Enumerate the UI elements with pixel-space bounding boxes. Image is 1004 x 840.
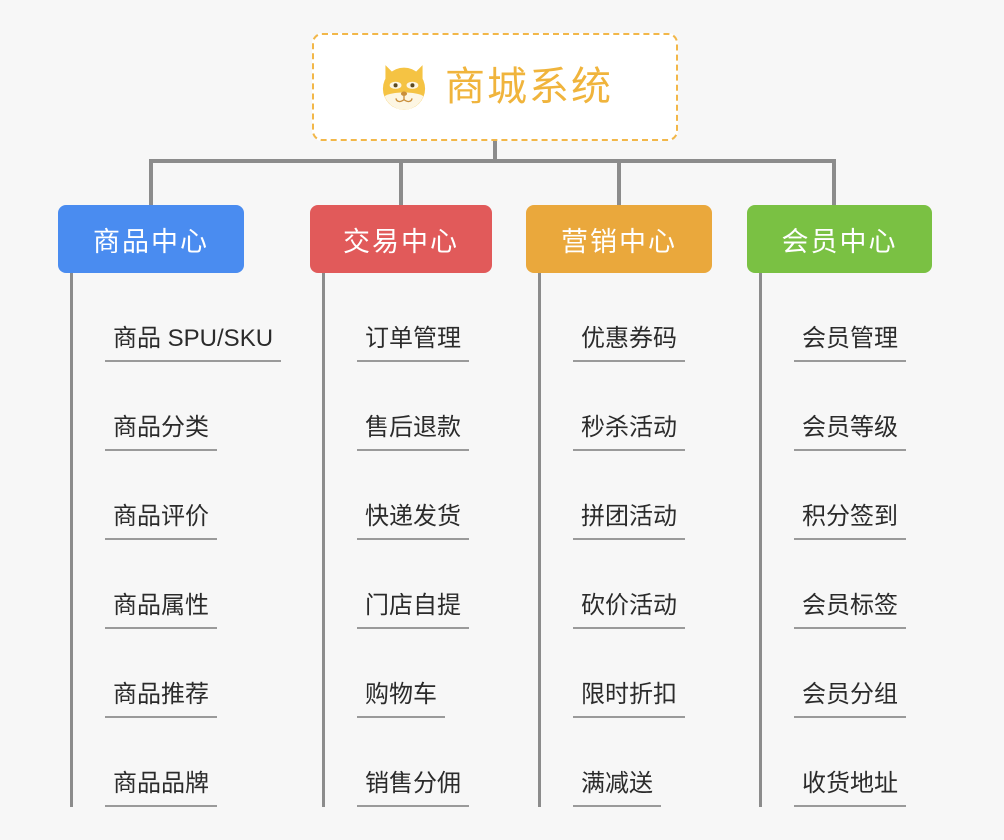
leaf-label: 门店自提 xyxy=(357,591,469,629)
connector-drop-2 xyxy=(399,159,403,205)
branch-column-marketing: 营销中心 优惠券码 秒杀活动 拼团活动 砍价活动 限时折扣 满减送 xyxy=(526,205,712,807)
branch-column-trade: 交易中心 订单管理 售后退款 快递发货 门店自提 购物车 销售分佣 xyxy=(310,205,492,807)
branch-header-member[interactable]: 会员中心 xyxy=(747,205,932,273)
connector-drop-1 xyxy=(149,159,153,205)
root-title: 商城系统 xyxy=(445,65,613,109)
list-item[interactable]: 商品评价 xyxy=(73,451,244,540)
branch-header-trade[interactable]: 交易中心 xyxy=(310,205,492,273)
leaf-label: 商品分类 xyxy=(105,413,217,451)
connector-drop-4 xyxy=(832,159,836,205)
branch-children-marketing: 优惠券码 秒杀活动 拼团活动 砍价活动 限时折扣 满减送 xyxy=(538,273,712,807)
list-item[interactable]: 订单管理 xyxy=(325,273,492,362)
leaf-label: 秒杀活动 xyxy=(573,413,685,451)
list-item[interactable]: 限时折扣 xyxy=(541,629,712,718)
branch-children-trade: 订单管理 售后退款 快递发货 门店自提 购物车 销售分佣 xyxy=(322,273,492,807)
list-item[interactable]: 优惠券码 xyxy=(541,273,712,362)
leaf-label: 收货地址 xyxy=(794,769,906,807)
leaf-label: 拼团活动 xyxy=(573,502,685,540)
leaf-label: 商品属性 xyxy=(105,591,217,629)
list-item[interactable]: 商品 SPU/SKU xyxy=(73,273,282,362)
branch-children-member: 会员管理 会员等级 积分签到 会员标签 会员分组 收货地址 xyxy=(759,273,932,807)
list-item[interactable]: 积分签到 xyxy=(762,451,932,540)
leaf-label: 限时折扣 xyxy=(573,680,685,718)
leaf-label: 会员分组 xyxy=(794,680,906,718)
leaf-label: 售后退款 xyxy=(357,413,469,451)
list-item[interactable]: 会员标签 xyxy=(762,540,932,629)
leaf-label: 优惠券码 xyxy=(573,324,685,362)
branch-column-member: 会员中心 会员管理 会员等级 积分签到 会员标签 会员分组 收货地址 xyxy=(747,205,932,807)
list-item[interactable]: 砍价活动 xyxy=(541,540,712,629)
list-item[interactable]: 商品品牌 xyxy=(73,718,244,807)
leaf-label: 商品评价 xyxy=(105,502,217,540)
connector-root-stem xyxy=(493,141,497,163)
list-item[interactable]: 会员等级 xyxy=(762,362,932,451)
branch-children-product: 商品 SPU/SKU 商品分类 商品评价 商品属性 商品推荐 商品品牌 xyxy=(70,273,282,807)
list-item[interactable]: 商品推荐 xyxy=(73,629,244,718)
list-item[interactable]: 门店自提 xyxy=(325,540,492,629)
leaf-label: 商品品牌 xyxy=(105,769,217,807)
leaf-label: 购物车 xyxy=(357,680,445,718)
leaf-label: 商品推荐 xyxy=(105,680,217,718)
list-item[interactable]: 销售分佣 xyxy=(325,718,492,807)
leaf-label: 订单管理 xyxy=(357,324,469,362)
list-item[interactable]: 售后退款 xyxy=(325,362,492,451)
root-node[interactable]: 商城系统 xyxy=(312,33,678,141)
list-item[interactable]: 会员管理 xyxy=(762,273,932,362)
list-item[interactable]: 秒杀活动 xyxy=(541,362,712,451)
list-item[interactable]: 商品分类 xyxy=(73,362,244,451)
leaf-label: 会员标签 xyxy=(794,591,906,629)
connector-drop-3 xyxy=(617,159,621,205)
list-item[interactable]: 会员分组 xyxy=(762,629,932,718)
branch-header-marketing[interactable]: 营销中心 xyxy=(526,205,712,273)
list-item[interactable]: 快递发货 xyxy=(325,451,492,540)
leaf-label: 砍价活动 xyxy=(573,591,685,629)
list-item[interactable]: 购物车 xyxy=(325,629,492,718)
leaf-label: 满减送 xyxy=(573,769,661,807)
list-item[interactable]: 收货地址 xyxy=(762,718,932,807)
leaf-label: 会员管理 xyxy=(794,324,906,362)
leaf-label: 积分签到 xyxy=(794,502,906,540)
list-item[interactable]: 满减送 xyxy=(541,718,712,807)
branch-header-product[interactable]: 商品中心 xyxy=(58,205,244,273)
leaf-label: 商品 SPU/SKU xyxy=(105,324,282,362)
list-item[interactable]: 拼团活动 xyxy=(541,451,712,540)
leaf-label: 快递发货 xyxy=(357,502,469,540)
list-item[interactable]: 商品属性 xyxy=(73,540,244,629)
dog-face-icon xyxy=(382,65,426,110)
connector-horizontal-bus xyxy=(149,159,836,163)
leaf-label: 销售分佣 xyxy=(357,769,469,807)
leaf-label: 会员等级 xyxy=(794,413,906,451)
branch-column-product: 商品中心 商品 SPU/SKU 商品分类 商品评价 商品属性 商品推荐 商品品牌 xyxy=(58,205,282,807)
